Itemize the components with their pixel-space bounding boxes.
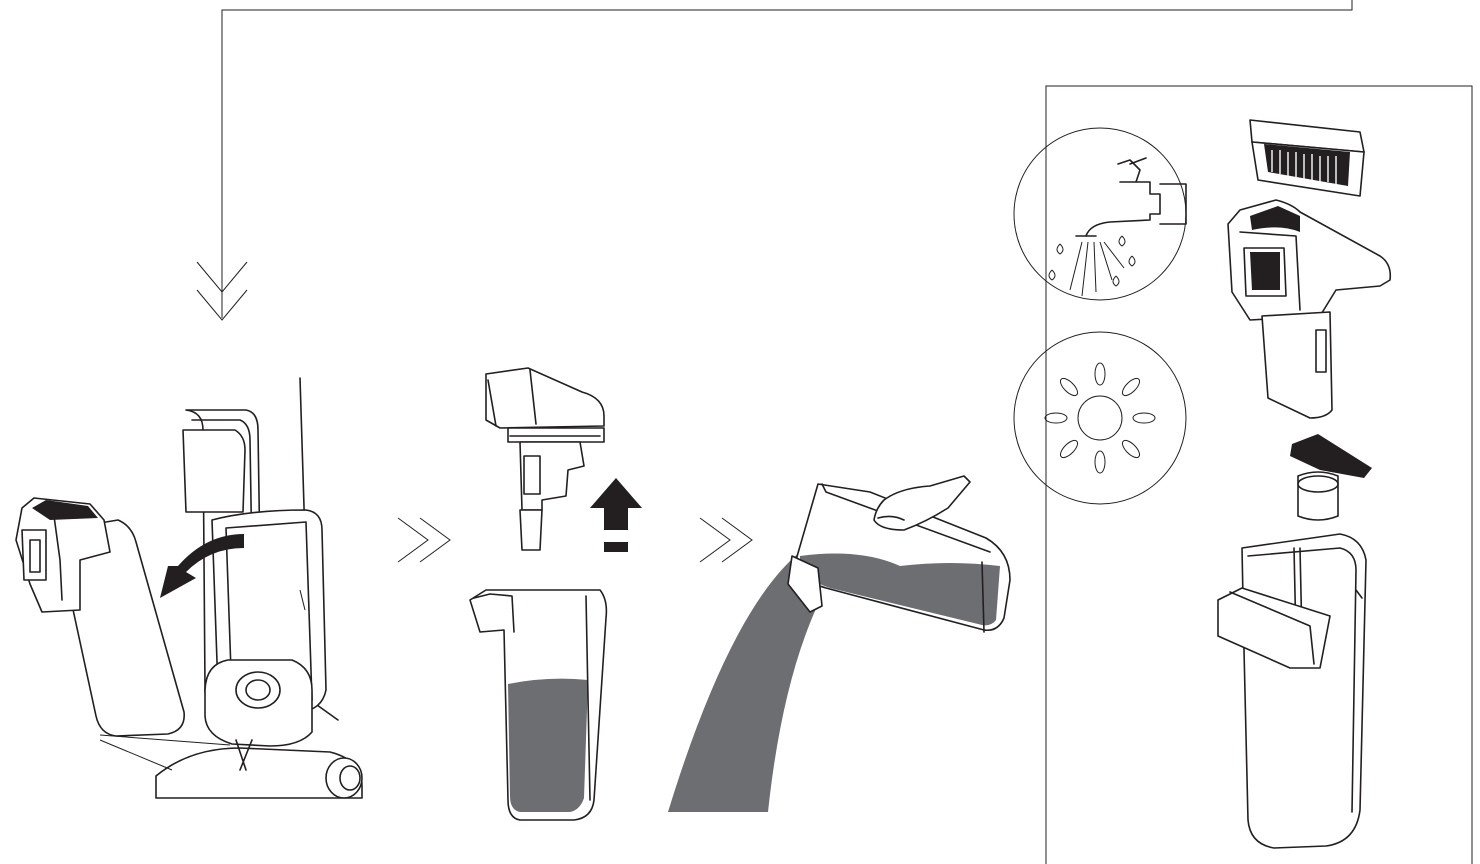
rinse-under-tap-icon bbox=[1014, 128, 1186, 300]
hand bbox=[874, 476, 970, 530]
chevron-right-icon bbox=[398, 518, 450, 562]
cleaning-panel bbox=[1014, 86, 1472, 864]
connector-line bbox=[222, 0, 1352, 318]
removed-tank bbox=[16, 498, 184, 736]
step-remove-tank bbox=[16, 378, 362, 798]
float-part bbox=[1290, 434, 1372, 520]
air-dry-sun-icon bbox=[1014, 332, 1186, 504]
filter-part bbox=[1250, 120, 1364, 196]
tank-lid-part bbox=[1228, 200, 1390, 418]
tank-body-part bbox=[1218, 534, 1366, 848]
up-arrow-icon bbox=[590, 478, 642, 530]
tank-lid bbox=[486, 368, 604, 428]
step-empty-water bbox=[668, 476, 1010, 812]
chevron-right-icon-2 bbox=[700, 518, 752, 562]
tank-bay-lid bbox=[183, 430, 245, 512]
step-separate-lid bbox=[470, 368, 642, 820]
